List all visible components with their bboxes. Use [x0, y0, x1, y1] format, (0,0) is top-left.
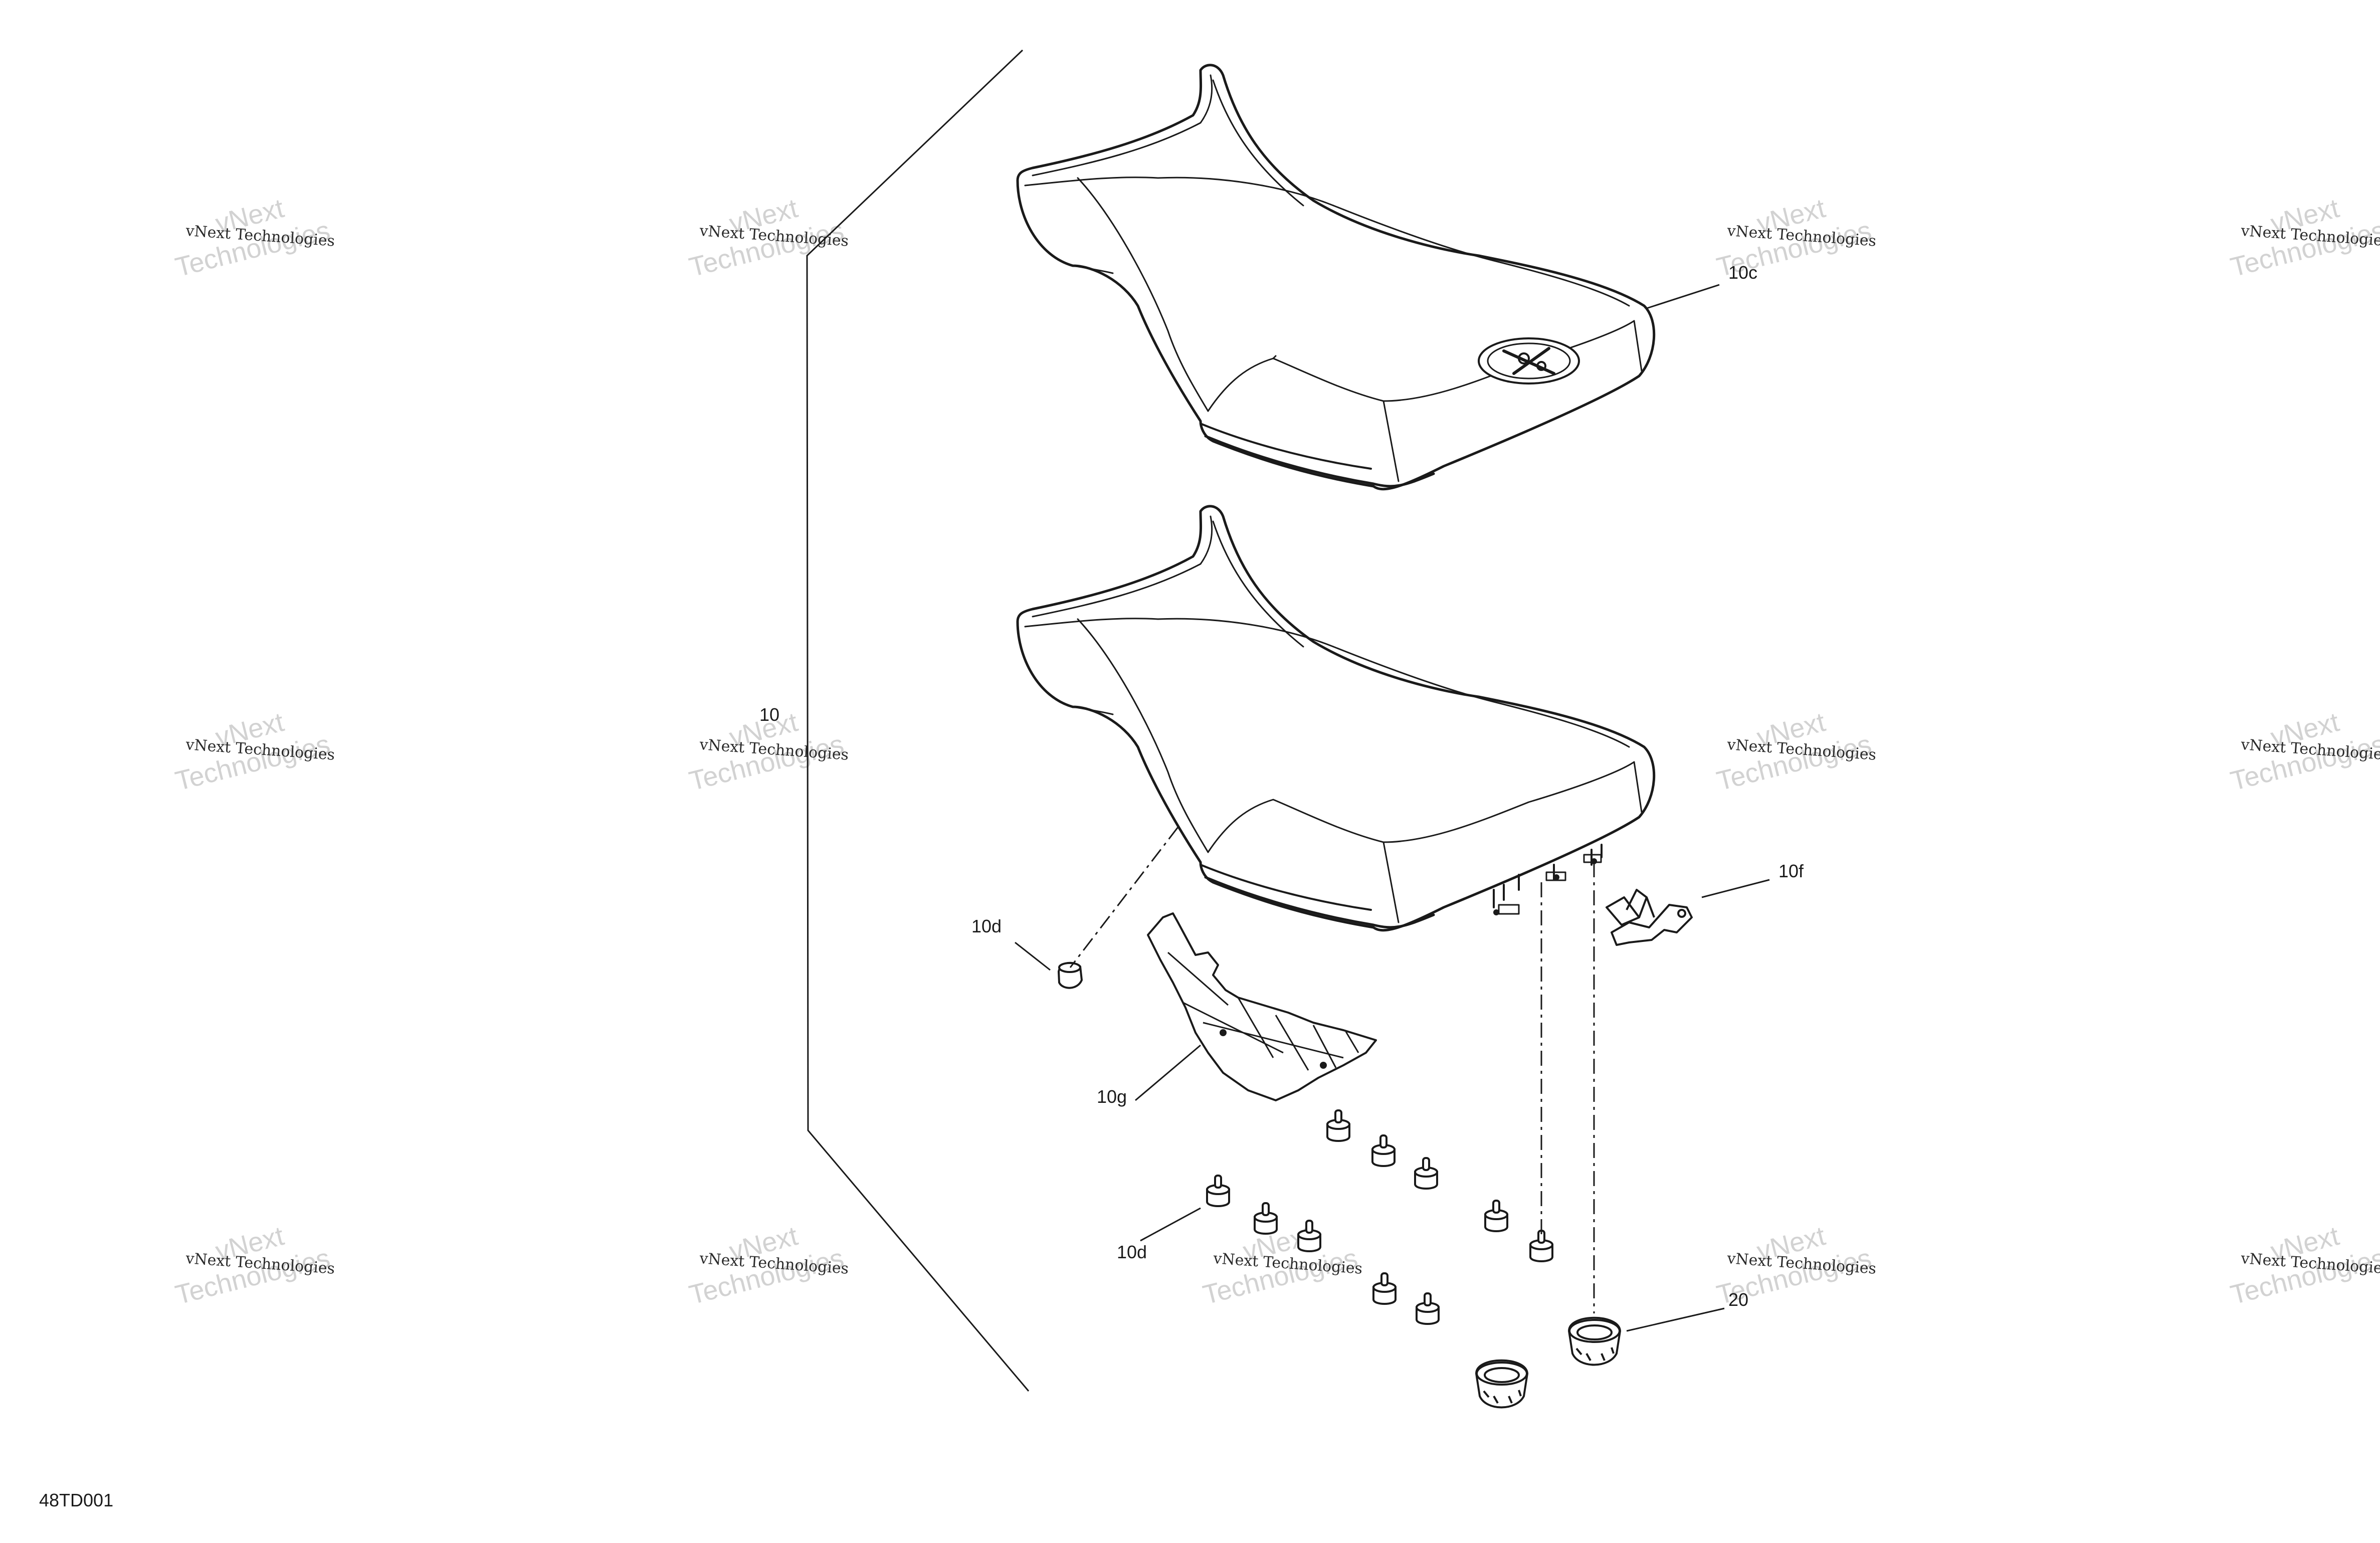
alignment-lines — [1069, 827, 1595, 1313]
seat-assembly-lower — [1016, 505, 1656, 932]
grommet-10d-single — [1057, 961, 1083, 989]
rubber-bumper — [1206, 1175, 1230, 1207]
latch-bracket-10f — [1606, 889, 1693, 946]
rubber-bumper — [1416, 1292, 1440, 1325]
bumper-set-10d — [1206, 1109, 1553, 1325]
assembly-bracket-line — [806, 49, 1030, 1392]
callout-10d-lower: 10d — [1117, 1242, 1147, 1262]
grommet-20-left — [1475, 1359, 1529, 1409]
callout-labels: 10 10c 10f 10d 10g 10d 20 48TD001 — [39, 262, 1804, 1510]
protective-plate-10g — [1147, 912, 1377, 1101]
rubber-bumper — [1254, 1202, 1278, 1235]
leader-lines — [1015, 284, 1770, 1332]
callout-20: 20 — [1728, 1289, 1748, 1310]
rubber-bumper — [1529, 1230, 1553, 1262]
rubber-bumper — [1297, 1220, 1321, 1252]
callout-10f: 10f — [1778, 861, 1804, 881]
callout-10: 10 — [759, 704, 779, 725]
callout-10d-upper: 10d — [971, 916, 1002, 936]
rubber-bumper — [1414, 1157, 1438, 1190]
callout-10c: 10c — [1728, 262, 1757, 283]
rubber-bumper — [1372, 1272, 1397, 1305]
callout-10g: 10g — [1097, 1086, 1127, 1107]
grommet-20-right — [1567, 1316, 1622, 1366]
diagram-code: 48TD001 — [39, 1490, 113, 1510]
seat-cover-upper — [1016, 64, 1656, 491]
rubber-bumper — [1371, 1134, 1396, 1167]
rubber-bumper — [1484, 1200, 1508, 1232]
rubber-bumper — [1326, 1109, 1350, 1142]
